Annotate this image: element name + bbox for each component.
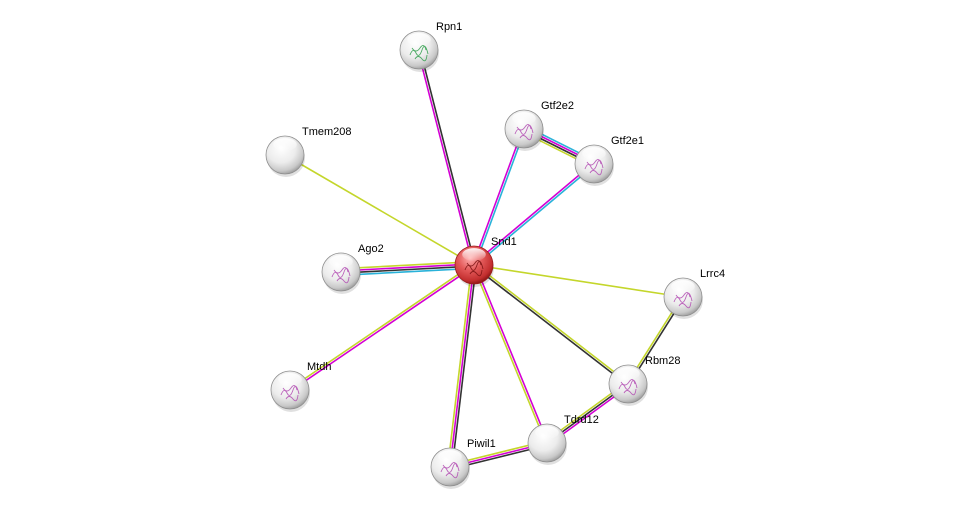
- node-label: Tmem208: [302, 126, 352, 138]
- node-tdrd12[interactable]: Tdrd12: [527, 414, 599, 465]
- node-label: Gtf2e2: [541, 100, 574, 112]
- node-highlight: [462, 248, 486, 262]
- protein-structure-icon: [464, 260, 484, 277]
- node-highlight: [273, 138, 297, 152]
- node-label: Rpn1: [436, 21, 462, 33]
- edge-snd1-tdrd12[interactable]: [472, 264, 549, 444]
- protein-structure-icon: [409, 45, 429, 62]
- node-piwil1[interactable]: Piwil1: [430, 438, 496, 489]
- node-rpn1[interactable]: Rpn1: [399, 21, 462, 72]
- edge-strand: [417, 50, 474, 266]
- node-gtf2e2[interactable]: Gtf2e2: [504, 100, 574, 151]
- protein-structure-icon: [440, 462, 460, 479]
- node-highlight: [278, 373, 302, 387]
- node-label: Piwil1: [467, 438, 496, 450]
- edge-strand: [341, 267, 475, 277]
- node-rbm28[interactable]: Rbm28: [608, 355, 680, 406]
- edge-snd1-piwil1[interactable]: [447, 264, 477, 468]
- edge-strand: [340, 263, 474, 272]
- node-lrrc4[interactable]: Lrrc4: [663, 268, 725, 319]
- node-highlight: [407, 33, 431, 47]
- protein-structure-icon: [514, 124, 534, 141]
- edge-strand: [472, 265, 547, 444]
- edge-strand: [472, 265, 628, 386]
- edge-snd1-lrrc4[interactable]: [473, 264, 684, 298]
- edge-strand: [290, 265, 476, 392]
- edge-strand: [474, 164, 596, 267]
- node-snd1[interactable]: Snd1: [454, 236, 517, 287]
- edge-strand: [474, 263, 630, 384]
- edge-strand: [472, 162, 594, 265]
- protein-structure-icon: [673, 292, 693, 309]
- edge-strand: [284, 154, 475, 266]
- edge-strand: [447, 264, 473, 467]
- edge-strand: [473, 264, 684, 298]
- node-label: Ago2: [358, 243, 384, 255]
- node-highlight: [616, 367, 640, 381]
- edge-snd1-gtf2e1[interactable]: [472, 162, 596, 267]
- edge-strand: [419, 49, 476, 265]
- node-label: Rbm28: [645, 355, 680, 367]
- node-label: Gtf2e1: [611, 135, 644, 147]
- edge-strand: [288, 263, 474, 390]
- edge-strand: [472, 128, 524, 265]
- protein-structure-icon: [331, 267, 351, 284]
- node-highlight: [671, 280, 695, 294]
- node-mtdh[interactable]: Mtdh: [270, 361, 331, 412]
- protein-structure-icon: [280, 385, 300, 402]
- edge-strand: [449, 264, 475, 468]
- edge-snd1-mtdh[interactable]: [288, 263, 476, 392]
- node-label: Snd1: [491, 236, 517, 248]
- node-highlight: [512, 112, 536, 126]
- edge-snd1-gtf2e2[interactable]: [472, 128, 526, 266]
- edge-strand: [341, 265, 475, 274]
- node-highlight: [329, 255, 353, 269]
- node-tmem208[interactable]: Tmem208: [265, 126, 352, 177]
- node-highlight: [535, 426, 559, 440]
- edge-strand: [474, 264, 549, 443]
- edge-snd1-rbm28[interactable]: [472, 263, 630, 386]
- node-ago2[interactable]: Ago2: [321, 243, 384, 294]
- edge-snd1-rpn1[interactable]: [417, 49, 476, 266]
- edges-layer: [284, 49, 685, 470]
- edge-strand: [474, 129, 526, 266]
- node-label: Tdrd12: [564, 414, 599, 426]
- edge-snd1-tmem208[interactable]: [284, 154, 475, 266]
- node-highlight: [438, 450, 462, 464]
- node-label: Lrrc4: [700, 268, 725, 280]
- node-label: Mtdh: [307, 361, 331, 373]
- node-highlight: [582, 147, 606, 161]
- edge-strand: [340, 260, 474, 270]
- node-gtf2e1[interactable]: Gtf2e1: [574, 135, 644, 186]
- protein-structure-icon: [618, 379, 638, 396]
- protein-structure-icon: [584, 159, 604, 176]
- edge-strand: [451, 265, 477, 468]
- edge-snd1-ago2[interactable]: [340, 260, 475, 277]
